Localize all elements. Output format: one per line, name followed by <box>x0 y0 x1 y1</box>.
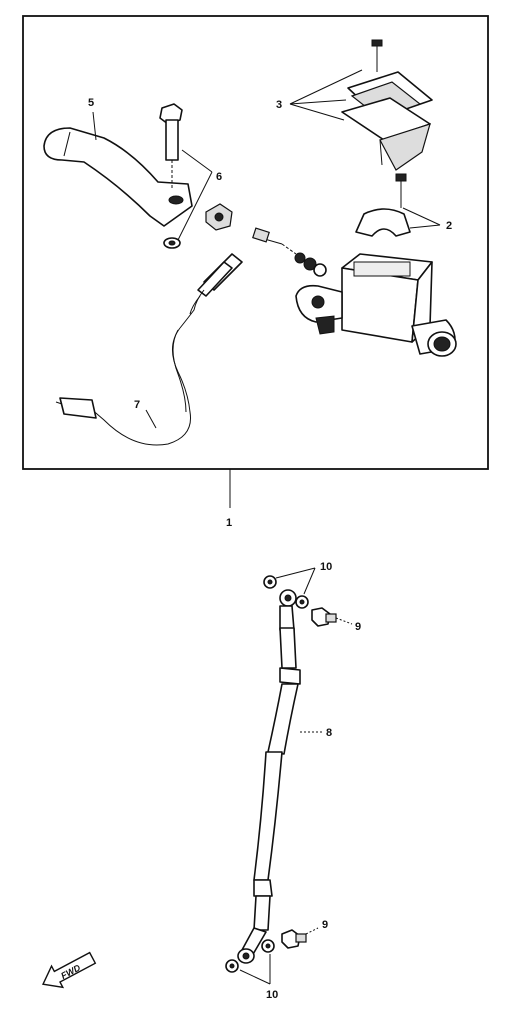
leader-3b <box>289 99 347 105</box>
brake-hose <box>237 589 301 964</box>
reservoir-cap <box>341 39 433 171</box>
clamp-holder <box>355 173 411 237</box>
assembly-box <box>22 15 489 470</box>
callout-3: 3 <box>276 99 282 111</box>
lower-banjo-bolt <box>281 929 307 949</box>
callout-1: 1 <box>226 517 232 529</box>
leader-10b-1 <box>239 969 271 985</box>
leader-9a <box>335 617 353 625</box>
callout-9-upper: 9 <box>355 621 361 633</box>
callout-8: 8 <box>326 727 332 739</box>
leader-5 <box>92 111 97 141</box>
leader-2a <box>402 207 441 226</box>
pivot-bolt <box>159 103 183 249</box>
callout-6: 6 <box>216 171 222 183</box>
leader-10a-1 <box>275 567 316 579</box>
leader-9b <box>305 927 319 935</box>
callout-2: 2 <box>446 220 452 232</box>
pivot-nut <box>205 203 233 231</box>
lower-washers <box>225 939 275 973</box>
upper-banjo-bolt <box>311 607 337 627</box>
fwd-arrow: FWD <box>42 951 97 989</box>
callout-9-lower: 9 <box>322 919 328 931</box>
leader-6a <box>181 149 213 173</box>
callout-10-upper: 10 <box>320 561 332 573</box>
brake-lever <box>43 127 193 227</box>
leader-10a-2 <box>303 567 316 595</box>
leader-7 <box>145 409 157 429</box>
leader-3a <box>289 69 363 105</box>
upper-washers <box>263 575 309 609</box>
leader-3c <box>289 103 345 121</box>
callout-7: 7 <box>134 399 140 411</box>
leader-2b <box>409 224 441 229</box>
callout-10-lower: 10 <box>266 989 278 1001</box>
master-cylinder <box>295 253 457 357</box>
callout-5: 5 <box>88 97 94 109</box>
brake-switch <box>55 253 243 446</box>
leader-6b <box>177 171 213 241</box>
push-rod <box>252 227 327 277</box>
